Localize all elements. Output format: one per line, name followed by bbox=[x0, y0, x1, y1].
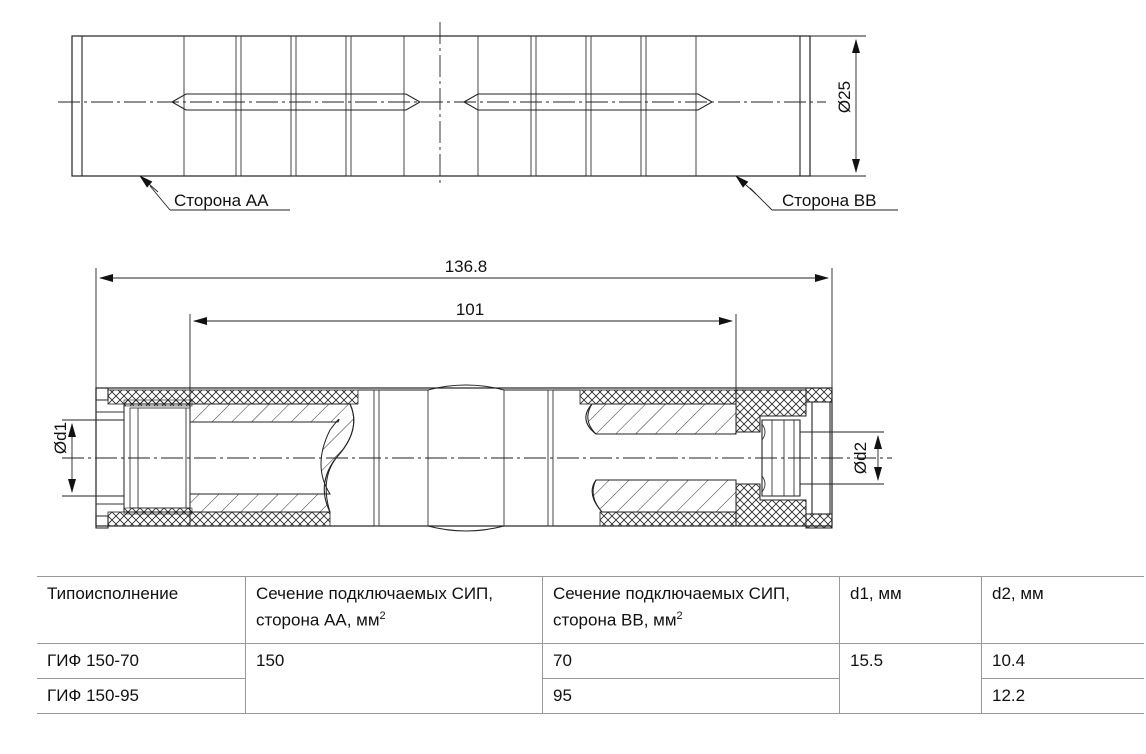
inner-length-label: 101 bbox=[456, 300, 484, 319]
table-row: ГИФ 150-95 95 12.2 bbox=[37, 678, 1144, 714]
total-length-label: 136.8 bbox=[445, 257, 488, 276]
slot-left bbox=[170, 93, 422, 111]
cell-type: ГИФ 150-95 bbox=[37, 678, 246, 714]
connector-drawing: Ø25 Сторона АА Сторона ВВ 136.8 bbox=[51, 22, 898, 532]
side-bb-callout: Сторона ВВ bbox=[735, 175, 898, 211]
section-view: 136.8 101 bbox=[51, 257, 892, 532]
unit-superscript: 2 bbox=[379, 610, 386, 622]
unit-superscript: 2 bbox=[676, 610, 683, 622]
cell-section-bb: 70 bbox=[542, 643, 840, 679]
cell-section-bb: 95 bbox=[542, 678, 840, 714]
top-body-outline bbox=[71, 35, 811, 177]
header-section-aa-line2: сторона АА, мм bbox=[256, 610, 380, 630]
header-section-aa: Сечение подключаемых СИП, сторона АА, мм… bbox=[245, 576, 543, 644]
d2-dimension: Ød2 bbox=[800, 431, 884, 485]
top-view: Ø25 Сторона АА Сторона ВВ bbox=[58, 22, 898, 211]
diameter-label: Ø25 bbox=[835, 81, 854, 113]
inner-length-dimension: 101 bbox=[189, 300, 737, 392]
top-ribs bbox=[235, 35, 647, 177]
header-section-bb-line2: сторона ВВ, мм bbox=[553, 610, 677, 630]
cell-d2: 10.4 bbox=[981, 643, 1144, 679]
side-bb-label: Сторона ВВ bbox=[782, 191, 876, 210]
d2-label: Ød2 bbox=[851, 442, 870, 474]
side-aa-label: Сторона АА bbox=[174, 191, 269, 210]
central-tube bbox=[358, 384, 580, 391]
side-aa-callout: Сторона АА bbox=[139, 175, 290, 211]
table-header-row: Типоисполнение Сечение подключаемых СИП,… bbox=[37, 576, 1144, 644]
table-row: ГИФ 150-70 150 70 15.5 10.4 bbox=[37, 643, 1144, 714]
header-section-bb-line1: Сечение подключаемых СИП, bbox=[553, 584, 791, 603]
cell-d2: 12.2 bbox=[981, 678, 1144, 714]
right-sleeve bbox=[587, 403, 737, 435]
header-section-aa-line1: Сечение подключаемых СИП, bbox=[256, 584, 494, 603]
header-d2: d2, мм bbox=[981, 576, 1144, 644]
d1-dimension: Ød1 bbox=[51, 419, 124, 497]
cell-d1: 15.5 bbox=[839, 643, 982, 714]
header-type: Типоисполнение bbox=[37, 576, 246, 644]
d1-label: Ød1 bbox=[51, 422, 70, 454]
diameter-dimension: Ø25 bbox=[810, 35, 866, 177]
cell-type: ГИФ 150-70 bbox=[37, 643, 246, 679]
cell-section-aa: 150 bbox=[245, 643, 543, 714]
spec-table: Типоисполнение Сечение подключаемых СИП,… bbox=[37, 576, 1144, 714]
header-d1: d1, мм bbox=[839, 576, 982, 644]
total-length-dimension: 136.8 bbox=[95, 257, 833, 392]
header-section-bb: Сечение подключаемых СИП, сторона ВВ, мм… bbox=[542, 576, 840, 644]
